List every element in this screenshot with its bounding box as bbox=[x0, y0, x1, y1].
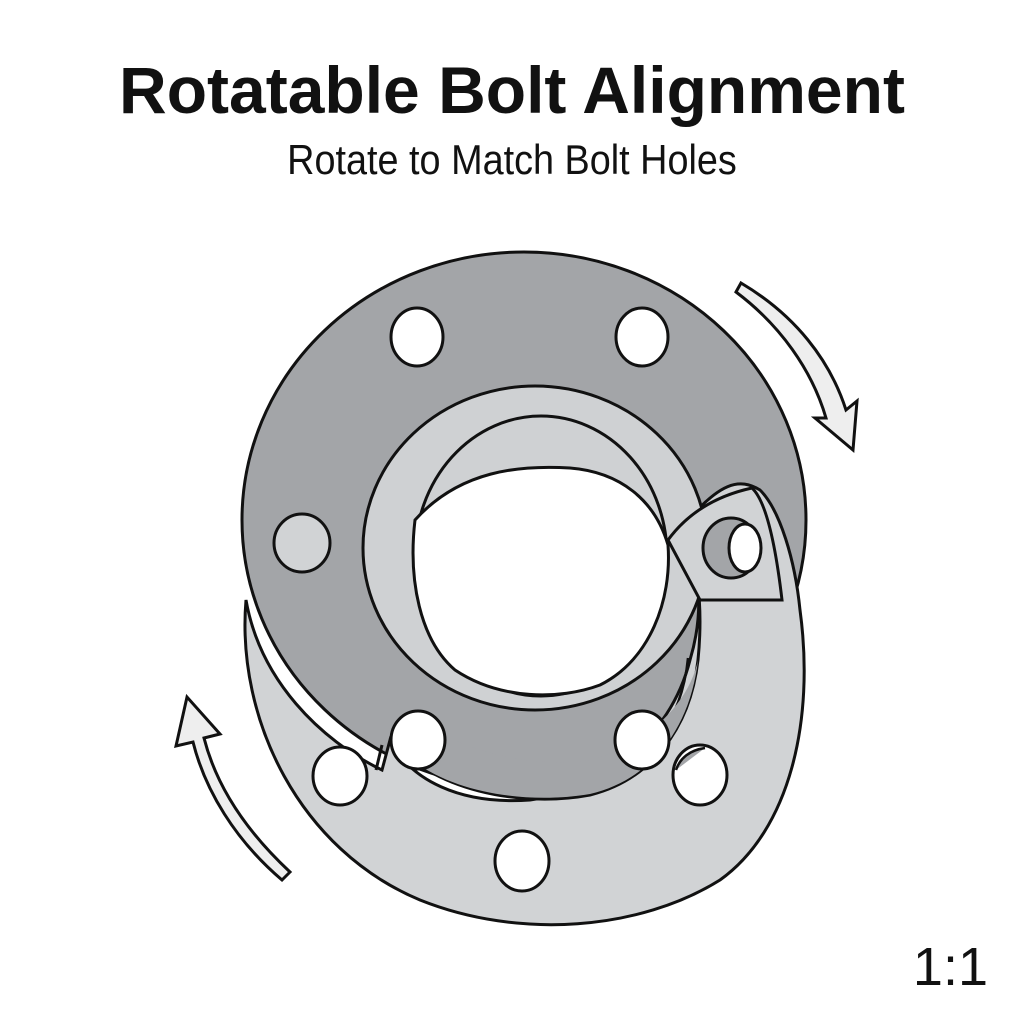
rotate-clockwise-arrow bbox=[734, 280, 859, 454]
center-bore bbox=[411, 465, 670, 697]
alignment-tab bbox=[666, 486, 784, 602]
bolt-hole bbox=[671, 743, 729, 807]
rotate-counterclockwise-arrow bbox=[174, 693, 293, 883]
bolt-hole bbox=[614, 306, 670, 368]
page-subtitle: Rotate to Match Bolt Holes bbox=[287, 136, 737, 183]
bolt-hole bbox=[311, 745, 369, 807]
bolt-hole bbox=[389, 709, 447, 771]
bolt-hole bbox=[272, 512, 332, 574]
front-flange-bolt-holes bbox=[311, 743, 729, 893]
bolt-hole bbox=[613, 709, 671, 771]
back-flange-bolt-holes bbox=[272, 306, 671, 771]
scale-label: 1:1 bbox=[912, 937, 988, 997]
bolt-hole bbox=[493, 829, 551, 893]
page-title: Rotatable Bolt Alignment bbox=[119, 53, 905, 127]
bolt-hole bbox=[389, 306, 445, 368]
